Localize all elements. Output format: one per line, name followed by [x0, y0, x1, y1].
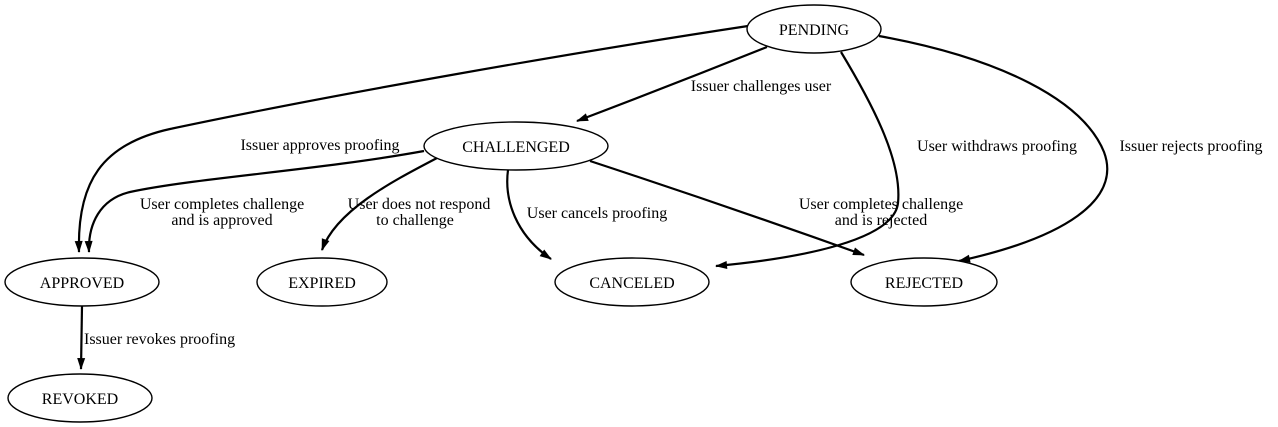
edge-label-line: and is approved [171, 212, 272, 229]
node-revoked-label: REVOKED [42, 391, 118, 408]
nodes: PENDING CHALLENGED APPROVED EXPIRED CANC… [4, 4, 998, 423]
node-revoked: REVOKED [7, 373, 153, 423]
node-revoked-shape [7, 373, 153, 423]
edge-pending-approved [74, 24, 749, 253]
edge-label-pending-rejected: Issuer rejects proofing [1119, 138, 1262, 155]
edge-challenged-approved [84, 149, 425, 253]
edge-challenged-rejected [589, 159, 865, 257]
node-expired-label: EXPIRED [288, 275, 356, 292]
node-pending-label: PENDING [779, 22, 850, 39]
node-canceled: CANCELED [554, 257, 710, 307]
node-approved: APPROVED [4, 257, 160, 307]
node-challenged-shape [423, 121, 609, 171]
edges [74, 24, 1109, 370]
edge-label-pending-challenged: Issuer challenges user [691, 78, 832, 95]
edge-label-challenged-rejected: User completes challenge and is rejected [799, 196, 963, 229]
node-pending-shape [746, 4, 882, 54]
edge-label-line: and is rejected [835, 212, 927, 229]
node-rejected-shape [850, 257, 998, 307]
edge-pending-challenged [576, 45, 768, 123]
edge-challenged-expired [320, 157, 438, 251]
node-approved-label: APPROVED [40, 275, 124, 292]
node-approved-shape [4, 257, 160, 307]
edge-pending-rejected [878, 34, 1109, 263]
edge-label-pending-canceled: User withdraws proofing [917, 138, 1077, 155]
edge-label-challenged-approved: User completes challenge and is approved [140, 196, 304, 229]
edge-label-line: to challenge [376, 212, 454, 229]
edge-label-challenged-expired: User does not respond to challenge [348, 196, 491, 229]
edge-label-line: User does not respond [348, 196, 491, 213]
edge-pending-canceled [715, 51, 900, 269]
edge-labels: Issuer challenges user Issuer approves p… [84, 78, 1263, 348]
edge-label-approved-revoked: Issuer revokes proofing [84, 331, 235, 348]
node-canceled-label: CANCELED [589, 275, 674, 292]
edge-label-line: User completes challenge [799, 196, 963, 213]
node-rejected-label: REJECTED [885, 275, 963, 292]
node-expired-shape [256, 257, 388, 307]
node-challenged-label: CHALLENGED [462, 139, 570, 156]
edge-label-challenged-canceled: User cancels proofing [527, 205, 667, 222]
node-pending: PENDING [746, 4, 882, 54]
edge-approved-revoked [77, 305, 86, 370]
edge-label-line: User completes challenge [140, 196, 304, 213]
node-rejected: REJECTED [850, 257, 998, 307]
node-expired: EXPIRED [256, 257, 388, 307]
edge-label-pending-approved: Issuer approves proofing [240, 137, 399, 154]
node-canceled-shape [554, 257, 710, 307]
node-challenged: CHALLENGED [423, 121, 609, 171]
edge-challenged-canceled [506, 169, 552, 260]
